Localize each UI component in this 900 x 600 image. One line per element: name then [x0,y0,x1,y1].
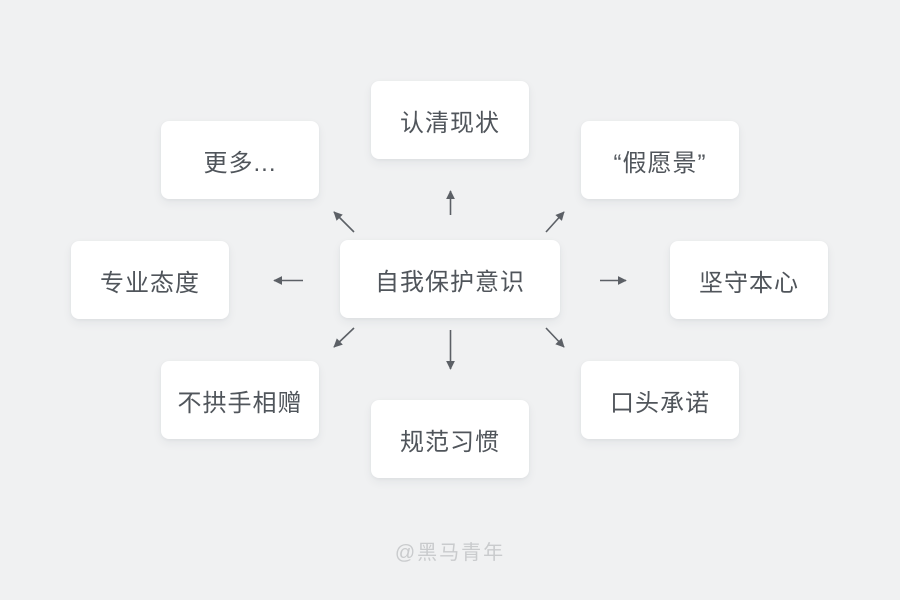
node-bottom: 规范习惯 [371,400,529,478]
node-left: 专业态度 [71,241,229,319]
arrow-center-to-bottom-right [545,327,565,348]
node-bottom-left-label: 不拱手相赠 [177,389,303,417]
node-top-right-label: “假愿景” [613,149,707,177]
node-right: 坚守本心 [670,241,828,319]
arrow-center-to-bottom-left [333,327,355,348]
arrow-center-to-top-left [333,211,355,233]
arrow-center-to-top-right [545,211,565,233]
node-center-label: 自我保护意识 [375,268,525,296]
node-left-label: 专业态度 [100,269,200,297]
node-center: 自我保护意识 [340,240,560,318]
node-bottom-right: 口头承诺 [581,361,739,439]
node-bottom-right-label: 口头承诺 [610,389,710,417]
node-top: 认清现状 [371,81,529,159]
node-top-left-label: 更多... [203,149,277,177]
node-top-left: 更多... [161,121,319,199]
node-right-label: 坚守本心 [699,269,799,297]
node-top-right: “假愿景” [581,121,739,199]
node-bottom-left: 不拱手相赠 [161,361,319,439]
node-top-label: 认清现状 [400,109,500,137]
node-bottom-label: 规范习惯 [400,428,500,456]
watermark: @黑马青年 [394,542,506,564]
